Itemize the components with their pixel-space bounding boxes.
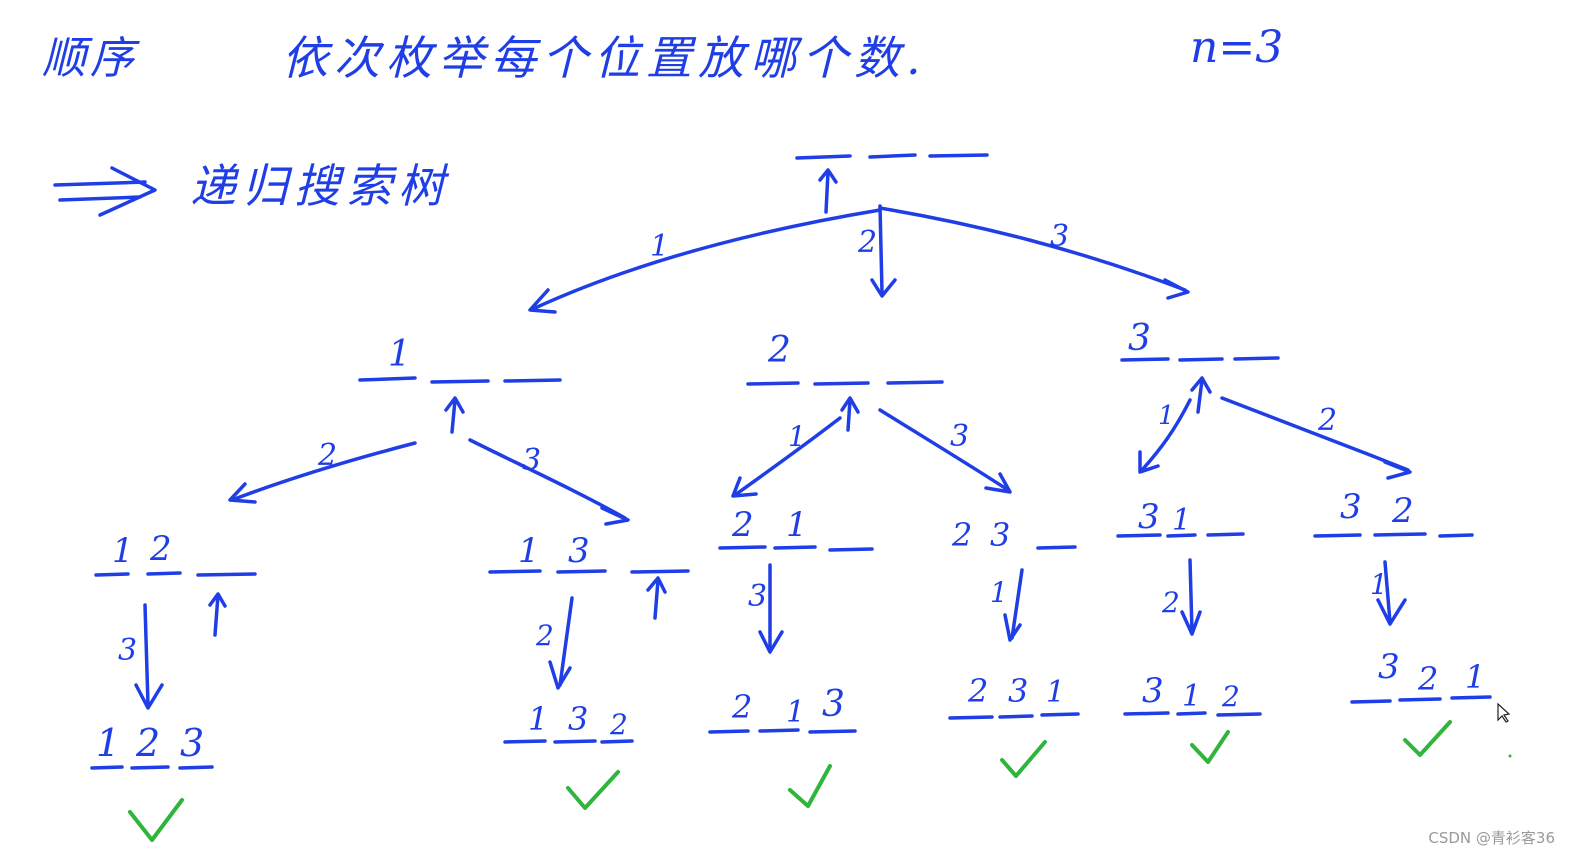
slot-value: 2 <box>1391 491 1414 531</box>
slot-value: 1 <box>96 721 120 765</box>
slot-value: 2 <box>1417 660 1438 698</box>
stray-mark <box>1508 754 1512 758</box>
slot-value: 1 <box>786 505 808 545</box>
edge-label: 1 <box>990 576 1008 609</box>
leaf-node: 3 1 2 <box>1123 671 1262 764</box>
edge-label: 1 <box>1158 401 1175 431</box>
slot-value: 2 <box>967 672 988 710</box>
slot-value: 2 <box>1221 680 1240 713</box>
slot-value: 1 <box>1046 675 1065 710</box>
slot-value: 2 <box>135 721 160 765</box>
edge-label: 2 <box>1161 586 1180 619</box>
header-description: 依次枚举每个位置放哪个数. <box>282 31 927 85</box>
level2-node: 3 1 <box>1116 497 1245 538</box>
leaf-node: 1 2 3 <box>90 721 214 842</box>
slot-value: 3 <box>180 721 204 765</box>
subtitle-recursion-tree: 递归搜索树 <box>190 159 450 213</box>
watermark: CSDN @青衫客36 <box>1428 829 1555 847</box>
check-mark-icon <box>1190 730 1230 764</box>
slot-value: 3 <box>1128 318 1151 359</box>
mouse-cursor-icon <box>1497 702 1511 723</box>
slot-value: 1 <box>1172 503 1191 538</box>
edge-label: 3 <box>748 579 767 614</box>
slot-value: 3 <box>822 684 845 725</box>
slot-value: 1 <box>112 531 134 571</box>
edge-label: 3 <box>118 633 137 668</box>
slot-value: 3 <box>1378 647 1400 687</box>
implication-arrow-icon <box>53 166 157 217</box>
edge-label: 2 <box>857 225 877 260</box>
leaf-node: 2 3 1 <box>948 672 1080 778</box>
header-order-label: 顺序 <box>42 33 138 84</box>
edge-label: 3 <box>1050 219 1069 254</box>
slot-value: 3 <box>1142 671 1164 711</box>
leaf-node: 1 3 2 <box>503 700 634 810</box>
slot-value: 3 <box>1340 487 1362 527</box>
slot-value: 3 <box>990 516 1010 554</box>
check-mark-icon <box>566 770 620 810</box>
slot-value: 2 <box>731 505 754 545</box>
slot-value: 1 <box>528 700 548 738</box>
slot-value: 3 <box>1008 672 1028 710</box>
leaf-node: 2 1 3 <box>708 684 857 808</box>
edges-level2: 2 3 1 3 1 2 <box>228 396 1412 526</box>
edge-label: 2 <box>317 438 337 473</box>
level2-node: 1 3 <box>488 531 690 620</box>
slot-value: 3 <box>568 531 590 571</box>
leaf-node: 3 2 1 <box>1350 647 1492 757</box>
check-mark-icon <box>788 764 832 808</box>
slot-value: 1 <box>1182 679 1201 714</box>
edges-level3: 3 2 3 1 2 1 <box>118 558 1407 710</box>
root-node <box>795 153 989 214</box>
slot-value: 1 <box>518 531 540 571</box>
edge-label: 1 <box>650 229 669 264</box>
slot-value: 1 <box>388 334 411 375</box>
slot-value: 3 <box>568 700 588 738</box>
edge-label: 2 <box>1317 403 1337 438</box>
slot-value: 2 <box>149 529 172 569</box>
edges-level1: 1 2 3 <box>528 204 1190 314</box>
check-mark-icon <box>1403 720 1452 757</box>
edge-label: 1 <box>788 420 806 453</box>
slot-value: 2 <box>609 708 628 741</box>
backtrack-arrow-icon <box>824 170 830 214</box>
slot-value: 1 <box>1465 658 1485 696</box>
level2-node: 3 2 <box>1313 487 1474 538</box>
slot-value: 2 <box>731 688 752 726</box>
check-mark-icon <box>128 798 184 842</box>
level2-node: 1 2 <box>94 529 257 637</box>
slot-value: 2 <box>767 330 791 371</box>
level1-node: 3 <box>1120 318 1280 414</box>
level2-node: 2 1 <box>718 505 874 552</box>
slot-value: 1 <box>786 695 805 730</box>
slot-value: 3 <box>1138 497 1160 537</box>
slot-value: 2 <box>951 516 972 554</box>
edge-label: 2 <box>535 619 554 652</box>
level1-node: 2 <box>746 330 944 432</box>
level1-node: 1 <box>358 334 562 434</box>
level2-node: 2 3 <box>951 516 1077 554</box>
edge-label: 3 <box>522 443 541 478</box>
edge-label: 1 <box>1370 568 1388 601</box>
header-n-value: n=3 <box>1190 22 1284 73</box>
check-mark-icon <box>1000 740 1047 778</box>
edge-label: 3 <box>950 419 969 454</box>
